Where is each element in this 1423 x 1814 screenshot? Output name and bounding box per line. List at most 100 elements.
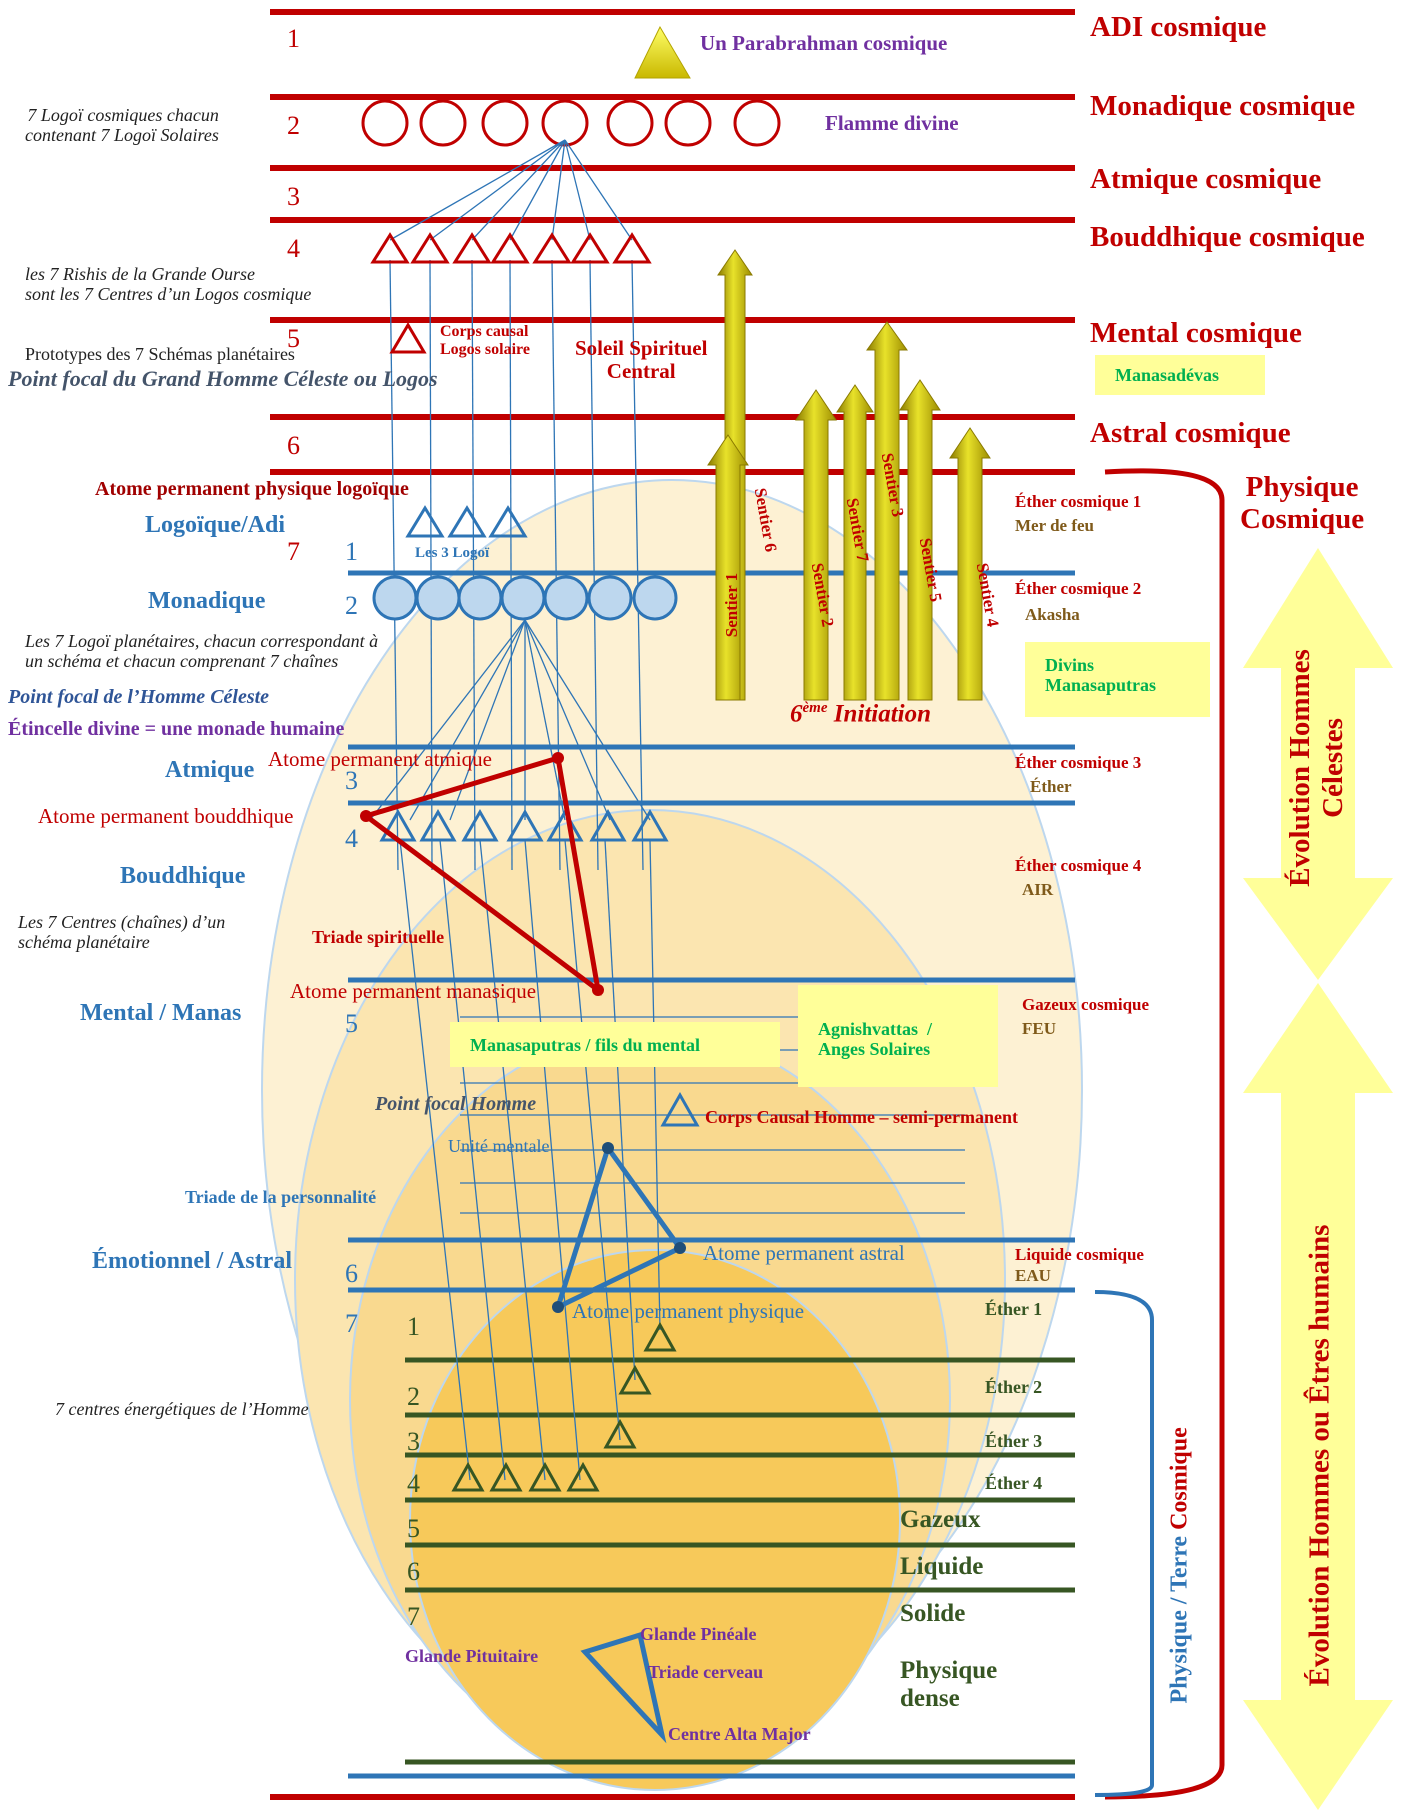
ether-cosmic-1: Éther cosmique 1 — [1015, 492, 1142, 511]
spiritual-triad-label: Triade spirituelle — [312, 927, 445, 947]
liquid-cosmic-sub: EAU — [1015, 1266, 1051, 1285]
cosmic-logoi-note: 7 Logoï cosmiques chacun contenant 7 Log… — [25, 105, 219, 145]
divins-box — [1025, 642, 1210, 717]
cosmic-logoi-circles — [361, 99, 781, 147]
atom-astral-label: Atome permanent astral — [703, 1241, 905, 1265]
central-sun-label: Soleil Spirituel Central — [575, 336, 708, 384]
ether-cosmic-3-sub: Éther — [1030, 777, 1072, 796]
cosmic-number-4: 4 — [287, 234, 300, 263]
physical-number-4: 4 — [407, 1469, 420, 1498]
focal-celestial-label: Point focal de l’Homme Céleste — [8, 686, 270, 708]
plane-buddhic-cosmic: Bouddhique cosmique — [1090, 221, 1365, 253]
divine-flame-label: Flamme divine — [825, 111, 959, 135]
cosmic-number-6: 6 — [287, 431, 300, 460]
physical-subplane-lines — [405, 1357, 1075, 1765]
human-evolution-label: Évolution Hommes ou Êtres humains — [1303, 1224, 1336, 1687]
focal-man-label: Point focal Homme — [375, 1093, 537, 1115]
atom-buddhic-label: Atome permanent bouddhique — [38, 804, 294, 828]
plane-mental-cosmic: Mental cosmique — [1090, 317, 1302, 349]
alta-major-label: Centre Alta Major — [668, 1724, 811, 1744]
planetary-logoi-note: Les 7 Logoï planétaires, chacun correspo… — [25, 631, 379, 671]
solar-plane-mental: Mental / Manas — [80, 1000, 242, 1026]
solar-number-3: 3 — [345, 766, 358, 795]
ether-cosmic-3: Éther cosmique 3 — [1015, 753, 1142, 772]
plane-astral-cosmic: Astral cosmique — [1090, 417, 1291, 449]
plane-atmic-cosmic: Atmique cosmique — [1090, 163, 1322, 195]
brain-triad — [580, 1631, 667, 1744]
path-arrows — [707, 249, 991, 701]
physical-number-7: 7 — [407, 1602, 420, 1631]
atom-logoic-label: Atome permanent physique logoïque — [95, 478, 409, 500]
three-logoi-triangles — [405, 505, 528, 538]
brain-triad-label: Triade cerveau — [648, 1662, 764, 1682]
divins-manasaputras-label: Divins Manasaputras — [1045, 655, 1157, 695]
causal-body-triangle — [660, 1091, 700, 1127]
ether-cosmic-2-sub: Akasha — [1025, 605, 1080, 624]
atom-physical-label: Atome permanent physique — [572, 1299, 805, 1323]
personality-triad-atoms — [552, 1142, 686, 1313]
cosmic-number-3: 3 — [287, 182, 300, 211]
pituitary-label: Glande Pituitaire — [405, 1646, 539, 1666]
human-evolution-arrow — [1243, 983, 1393, 1810]
pineal-label: Glande Pinéale — [640, 1624, 757, 1644]
path-label-1: Sentier 1 — [722, 572, 742, 638]
solar-number-6: 6 — [345, 1259, 358, 1288]
causal-man-label: Corps Causal Homme – semi-permanent — [705, 1107, 1018, 1127]
ether-4-label: Éther 4 — [985, 1473, 1043, 1493]
physical-number-1: 1 — [407, 1312, 420, 1341]
dense-physical-label: Physique dense — [900, 1657, 998, 1712]
gas-cosmic-sub: FEU — [1022, 1019, 1056, 1038]
solar-number-7: 7 — [345, 1309, 358, 1338]
physical-cosmic-bracket — [1104, 468, 1225, 1800]
ether-cosmic-2: Éther cosmique 2 — [1015, 579, 1142, 598]
manasadevas-label: Manasadévas — [1115, 365, 1220, 385]
solar-plane-logoic: Logoïque/Adi — [145, 512, 286, 538]
solar-plane-atmic: Atmique — [165, 757, 255, 783]
personality-triad-label: Triade de la personnalité — [185, 1187, 377, 1207]
solar-plane-astral: Émotionnel / Astral — [92, 1248, 293, 1274]
mental-unit-label: Unité mentale — [448, 1136, 550, 1156]
solar-number-5: 5 — [345, 1009, 358, 1038]
cosmic-number-1: 1 — [287, 24, 300, 53]
solar-plane-buddhic: Bouddhique — [120, 863, 246, 889]
personality-triad — [553, 1142, 684, 1312]
focal-grand-label: Point focal du Grand Homme Céleste ou Lo… — [8, 366, 438, 391]
celestial-evolution-arrow — [1243, 548, 1393, 980]
three-logoi-label: Les 3 Logoï — [415, 545, 490, 561]
human-egg — [409, 1249, 901, 1791]
gas-label: Gazeux — [900, 1506, 981, 1533]
ether-cosmic-4: Éther cosmique 4 — [1015, 856, 1142, 875]
parabrahman-pyramid-icon — [634, 25, 691, 79]
solar-plane-lines — [348, 570, 1075, 1779]
physical-number-2: 2 — [407, 1382, 420, 1411]
energy-centres-triangles — [451, 1321, 677, 1492]
energy-centres-note: 7 centres énergétiques de l’Homme — [55, 1399, 309, 1419]
liquid-cosmic: Liquide cosmique — [1015, 1245, 1144, 1264]
physical-number-5: 5 — [407, 1514, 420, 1543]
agnishvattas-label: Agnishvattas / Anges Solaires — [818, 1019, 933, 1059]
manasaputras-label: Manasaputras / fils du mental — [470, 1035, 701, 1055]
spiritual-triad — [360, 754, 602, 996]
atom-manasic-label: Atome permanent manasique — [290, 979, 537, 1003]
plane-adi-cosmic: ADI cosmique — [1090, 11, 1267, 43]
divine-spark-label: Étincelle divine = une monade humaine — [8, 718, 345, 740]
plane-physical-cosmic: Physique Cosmique — [1240, 471, 1365, 535]
agnishvattas-box — [798, 985, 998, 1087]
physical-earth-bracket — [1094, 1290, 1154, 1797]
ether-cosmic-1-sub: Mer de feu — [1015, 516, 1094, 535]
solid-label: Solide — [900, 1600, 966, 1627]
ether-1-label: Éther 1 — [985, 1299, 1043, 1319]
solar-number-1: 1 — [345, 537, 358, 566]
physical-earth-label: Physique / Terre Cosmique — [1166, 1427, 1193, 1704]
rishis-triangles — [370, 232, 652, 354]
cosmic-number-2: 2 — [287, 111, 300, 140]
rishis-note: les 7 Rishis de la Grande Ourse sont les… — [25, 264, 312, 304]
plane-monadic-cosmic: Monadique cosmique — [1090, 90, 1356, 122]
ether-2-label: Éther 2 — [985, 1377, 1043, 1397]
physical-number-6: 6 — [407, 1557, 420, 1586]
solar-number-4: 4 — [345, 824, 358, 853]
parabrahman-label: Un Parabrahman cosmique — [700, 31, 948, 55]
initiation-label: 6ème Initiation — [790, 700, 931, 728]
liquid-label: Liquide — [900, 1553, 984, 1580]
